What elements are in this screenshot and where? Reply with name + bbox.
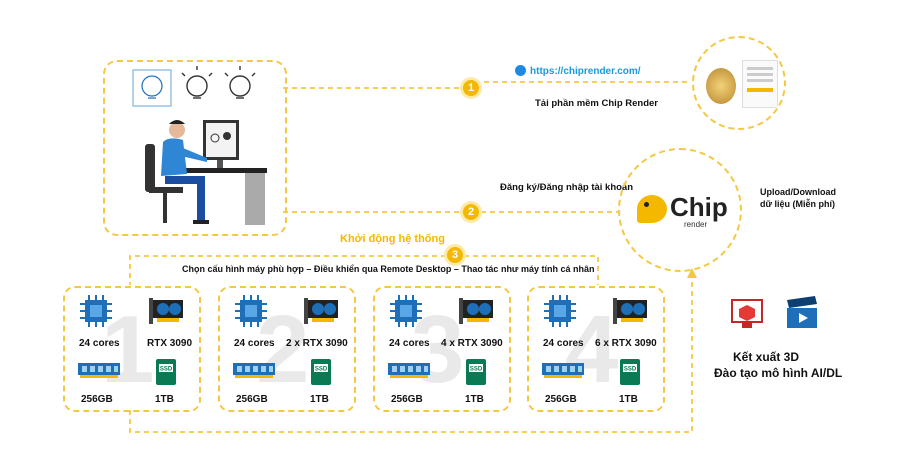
video-clapper-icon [784, 296, 820, 330]
flow-description: Chọn cấu hình máy phù hợp – Điều khiển q… [182, 264, 595, 274]
step-3-badge: 3 [447, 247, 463, 263]
gpu-label: RTX 3090 [147, 338, 193, 349]
svg-text:SSD: SSD [624, 367, 637, 373]
website-link[interactable]: https://chiprender.com/ [515, 65, 641, 77]
ram-label: 256GB [236, 394, 268, 405]
chip-brand-text: Chip [670, 192, 728, 222]
ram-label: 256GB [391, 394, 423, 405]
chip-brand-subtext: render [684, 220, 708, 229]
cpu-cores-label: 24 cores [389, 338, 430, 349]
cpu-icon [390, 295, 422, 327]
svg-text:SSD: SSD [315, 367, 328, 373]
website-preview-circle [692, 36, 786, 130]
login-form-preview [742, 60, 778, 108]
gold-coin-graphic [706, 68, 736, 104]
cpu-icon [544, 295, 576, 327]
gpu-icon [459, 298, 493, 324]
login-label: Đăng ký/Đăng nhập tài khoản [500, 182, 634, 193]
ram-icon [233, 363, 275, 378]
gpu-icon [613, 298, 647, 324]
cpu-cores-label: 24 cores [234, 338, 275, 349]
gpu-label: 4 x RTX 3090 [441, 338, 503, 349]
download-caption: Tải phần mềm Chip Render [535, 98, 658, 109]
cpu-cores-label: 24 cores [79, 338, 120, 349]
step-2-badge: 2 [463, 204, 479, 220]
chip-logo-circle: Chip render [618, 148, 742, 272]
svg-text:SSD: SSD [470, 367, 483, 373]
ram-label: 256GB [81, 394, 113, 405]
ssd-label: 1TB [310, 394, 329, 405]
render-box-icon [730, 298, 764, 330]
output-line-1: Kết xuất 3D [733, 350, 800, 364]
cpu-icon [235, 295, 267, 327]
ssd-label: 1TB [465, 394, 484, 405]
ssd-label: 1TB [155, 394, 174, 405]
cpu-icon [80, 295, 112, 327]
chip-bird-logo-icon [637, 195, 667, 223]
gpu-label: 2 x RTX 3090 [286, 338, 348, 349]
ram-icon [388, 363, 430, 378]
ssd-icon: SSD [311, 359, 331, 385]
svg-text:SSD: SSD [160, 367, 173, 373]
globe-icon [515, 65, 526, 76]
cpu-cores-label: 24 cores [543, 338, 584, 349]
upload-label-2: dữ liệu (Miễn phí) [760, 199, 836, 209]
output-line-2: Đào tạo mô hình AI/DL [714, 366, 843, 380]
start-system-label: Khởi động hệ thống [340, 233, 445, 245]
ssd-icon: SSD [620, 359, 640, 385]
user-workstation-card [103, 60, 287, 236]
ram-icon [78, 363, 120, 378]
ram-icon [542, 363, 584, 378]
gpu-icon [304, 298, 338, 324]
ssd-icon: SSD [466, 359, 486, 385]
gpu-icon [149, 298, 183, 324]
ssd-label: 1TB [619, 394, 638, 405]
step-1-badge: 1 [463, 80, 479, 96]
person-at-computer-illustration [132, 66, 267, 225]
ssd-icon: SSD [156, 359, 176, 385]
gpu-label: 6 x RTX 3090 [595, 338, 657, 349]
upload-label-1: Upload/Download [760, 187, 836, 197]
ram-label: 256GB [545, 394, 577, 405]
